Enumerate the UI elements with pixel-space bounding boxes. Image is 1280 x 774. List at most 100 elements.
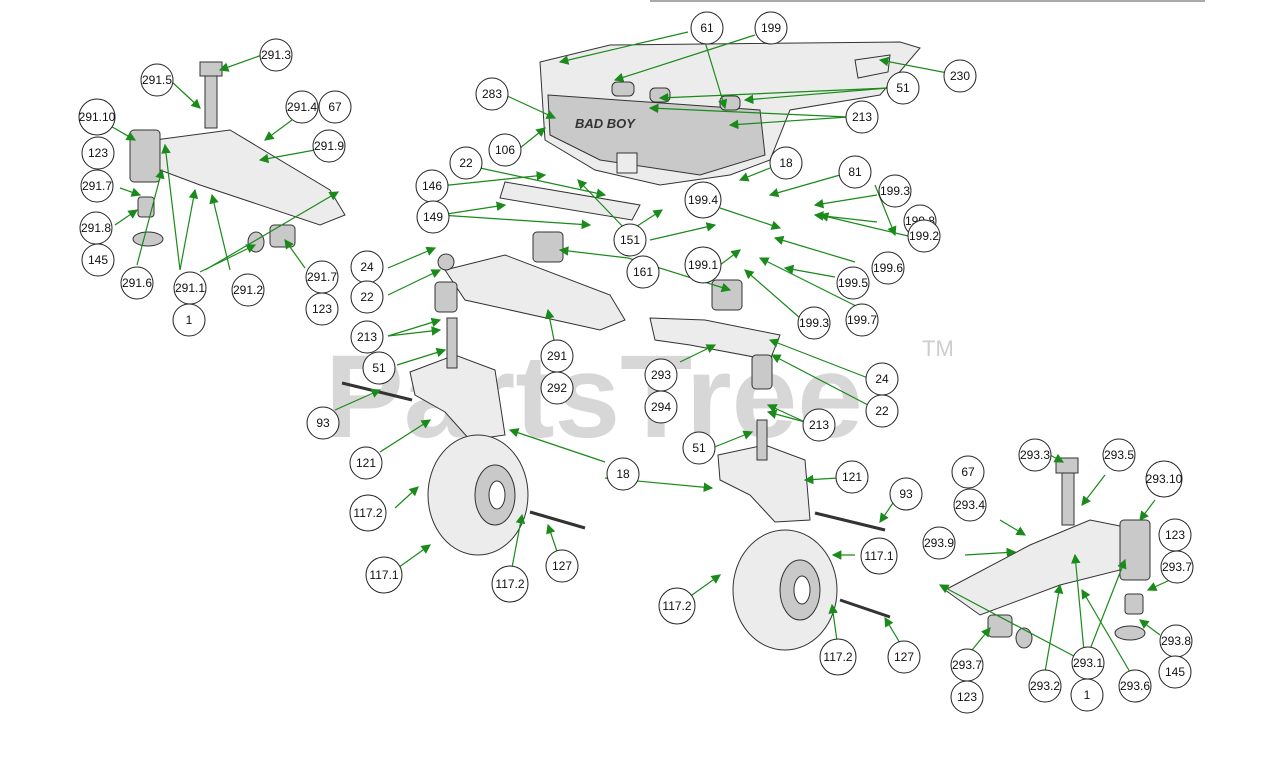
callout-123[interactable]: 123 xyxy=(81,136,115,170)
callout-199-3[interactable]: 199.3 xyxy=(878,174,912,208)
svg-text:145: 145 xyxy=(1165,665,1185,679)
callout-293-8[interactable]: 293.8 xyxy=(1159,624,1193,658)
callout-293-6[interactable]: 293.6 xyxy=(1118,669,1152,703)
callout-293-9[interactable]: 293.9 xyxy=(922,526,956,560)
callout-61[interactable]: 61 xyxy=(690,11,724,45)
callout-146[interactable]: 146 xyxy=(415,169,449,203)
callout-18-mid[interactable]: 18 xyxy=(606,457,640,491)
callout-291-7b[interactable]: 291.7 xyxy=(305,260,339,294)
callout-199-5[interactable]: 199.5 xyxy=(836,266,870,300)
callout-293-10[interactable]: 293.10 xyxy=(1145,460,1183,498)
main-frame: BAD BOY xyxy=(539,41,921,186)
watermark-trademark: TM xyxy=(922,336,954,361)
callout-291-10[interactable]: 291.10 xyxy=(78,98,116,136)
svg-text:293.7: 293.7 xyxy=(952,658,982,672)
svg-text:293.7: 293.7 xyxy=(1162,560,1192,574)
callout-293-7b[interactable]: 293.7 xyxy=(950,648,984,682)
callout-199-3b[interactable]: 199.3 xyxy=(797,306,831,340)
svg-text:18: 18 xyxy=(616,467,630,481)
callout-294[interactable]: 294 xyxy=(644,390,678,424)
leader-lines xyxy=(99,31,1171,673)
svg-text:121: 121 xyxy=(356,456,376,470)
svg-text:123: 123 xyxy=(312,302,332,316)
callout-291-9[interactable]: 291.9 xyxy=(312,129,346,163)
callout-213-top[interactable]: 213 xyxy=(845,100,879,134)
callout-149[interactable]: 149 xyxy=(416,200,450,234)
callout-293[interactable]: 293 xyxy=(644,358,678,392)
callout-93-left[interactable]: 93 xyxy=(306,406,340,440)
callout-1-right[interactable]: 1 xyxy=(1070,678,1104,712)
svg-text:117.2: 117.2 xyxy=(353,506,382,520)
callout-199[interactable]: 199 xyxy=(754,11,788,45)
callout-213-left[interactable]: 213 xyxy=(350,320,384,354)
callout-291-8[interactable]: 291.8 xyxy=(79,211,113,245)
callout-291-3[interactable]: 291.3 xyxy=(259,38,293,72)
callout-117-2-b[interactable]: 117.2 xyxy=(491,565,529,603)
callout-145-right[interactable]: 145 xyxy=(1158,655,1192,689)
callout-51-left[interactable]: 51 xyxy=(362,351,396,385)
svg-text:293.5: 293.5 xyxy=(1104,448,1134,462)
callout-18-top[interactable]: 18 xyxy=(769,146,803,180)
callout-291-1[interactable]: 291.1 xyxy=(173,271,207,305)
callout-293-1[interactable]: 293.1 xyxy=(1071,646,1105,680)
callout-22-right[interactable]: 22 xyxy=(865,394,899,428)
svg-text:199.6: 199.6 xyxy=(873,261,903,275)
callout-213-right[interactable]: 213 xyxy=(802,408,836,442)
callout-199-7[interactable]: 199.7 xyxy=(845,303,879,337)
callout-199-6[interactable]: 199.6 xyxy=(871,251,905,285)
callout-123-right-b[interactable]: 123 xyxy=(950,680,984,714)
callout-292[interactable]: 292 xyxy=(540,371,574,405)
callout-117-1-left[interactable]: 117.1 xyxy=(365,556,403,594)
svg-text:291.5: 291.5 xyxy=(142,73,172,87)
callout-151[interactable]: 151 xyxy=(613,223,647,257)
callout-51-top[interactable]: 51 xyxy=(886,71,920,105)
callout-117-1-right[interactable]: 117.1 xyxy=(860,537,898,575)
callout-293-4[interactable]: 293.4 xyxy=(953,488,987,522)
callout-106[interactable]: 106 xyxy=(488,133,522,167)
callout-199-1[interactable]: 199.1 xyxy=(684,246,722,284)
callout-291-2[interactable]: 291.2 xyxy=(231,273,265,307)
svg-text:61: 61 xyxy=(700,21,714,35)
callout-67-right[interactable]: 67 xyxy=(951,455,985,489)
callout-293-3[interactable]: 293.3 xyxy=(1018,438,1052,472)
callout-121-right[interactable]: 121 xyxy=(835,460,869,494)
callout-293-2[interactable]: 293.2 xyxy=(1028,669,1062,703)
callout-291-6[interactable]: 291.6 xyxy=(120,266,154,300)
callout-81[interactable]: 81 xyxy=(838,155,872,189)
svg-text:293.4: 293.4 xyxy=(955,498,985,512)
callout-161[interactable]: 161 xyxy=(626,255,660,289)
callout-291-7[interactable]: 291.7 xyxy=(80,169,114,203)
callout-123b[interactable]: 123 xyxy=(305,292,339,326)
parts-art: BAD BOY xyxy=(129,41,1151,651)
callout-145[interactable]: 145 xyxy=(81,243,115,277)
callout-24-right[interactable]: 24 xyxy=(865,362,899,396)
callout-117-2-a[interactable]: 117.2 xyxy=(349,494,387,532)
svg-text:291.9: 291.9 xyxy=(314,139,344,153)
callout-127-left[interactable]: 127 xyxy=(545,549,579,583)
svg-text:293.9: 293.9 xyxy=(924,536,954,550)
callout-127-right[interactable]: 127 xyxy=(887,640,921,674)
svg-text:291.8: 291.8 xyxy=(81,221,111,235)
callout-117-2-d[interactable]: 117.2 xyxy=(819,638,857,676)
callout-22-top[interactable]: 22 xyxy=(449,146,483,180)
callout-291[interactable]: 291 xyxy=(540,339,574,373)
callout-199-2[interactable]: 199.2 xyxy=(907,219,941,253)
callout-67[interactable]: 67 xyxy=(318,90,352,124)
callout-1[interactable]: 1 xyxy=(172,303,206,337)
callout-293-7[interactable]: 293.7 xyxy=(1160,550,1194,584)
callout-93-right[interactable]: 93 xyxy=(889,477,923,511)
callout-230[interactable]: 230 xyxy=(943,59,977,93)
callout-22-left[interactable]: 22 xyxy=(350,280,384,314)
callout-283[interactable]: 283 xyxy=(475,77,509,111)
callout-123-right[interactable]: 123 xyxy=(1158,518,1192,552)
callout-293-5[interactable]: 293.5 xyxy=(1102,438,1136,472)
callout-291-4[interactable]: 291.4 xyxy=(285,90,319,124)
callout-24-left[interactable]: 24 xyxy=(350,250,384,284)
callout-51-right[interactable]: 51 xyxy=(682,431,716,465)
svg-text:291.6: 291.6 xyxy=(122,276,152,290)
callout-199-4[interactable]: 199.4 xyxy=(684,181,722,219)
callout-117-2-c[interactable]: 117.2 xyxy=(658,587,696,625)
callout-121-left[interactable]: 121 xyxy=(349,446,383,480)
callout-291-5[interactable]: 291.5 xyxy=(140,63,174,97)
